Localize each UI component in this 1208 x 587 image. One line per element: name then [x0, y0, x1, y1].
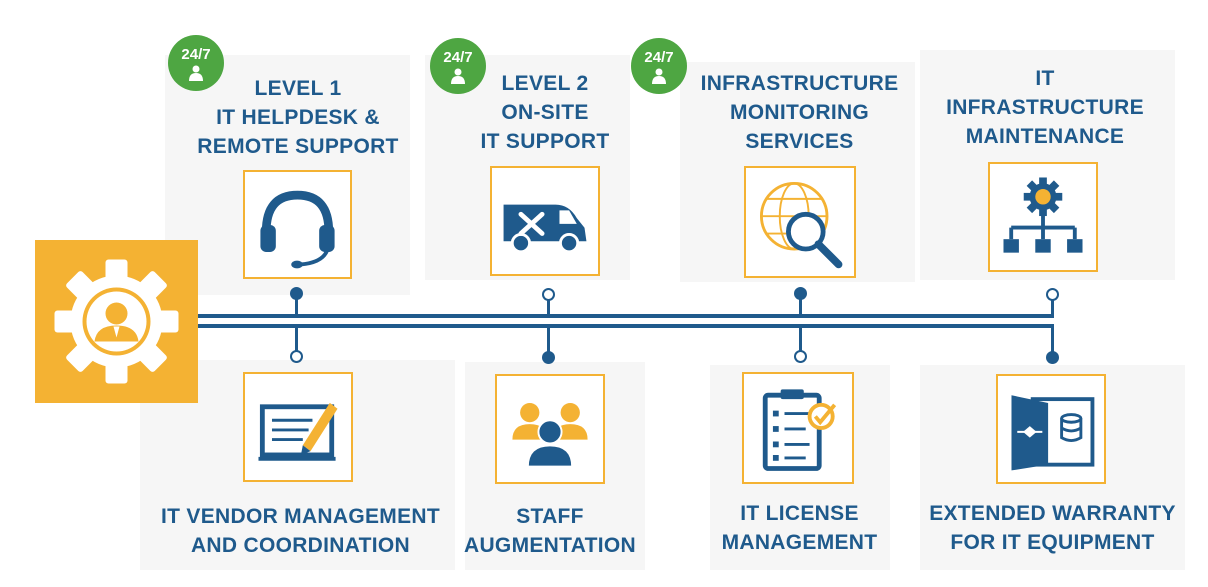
timeline-node — [1046, 288, 1059, 301]
timeline-node — [542, 288, 555, 301]
timeline-node — [794, 350, 807, 363]
connector-stem — [295, 296, 298, 316]
title-level2: LEVEL 2 ON-SITE IT SUPPORT — [480, 72, 610, 153]
timeline-rail-upper — [198, 314, 1054, 318]
document-pen-icon — [243, 372, 353, 482]
badge-24-7: 24/7 — [631, 38, 687, 94]
title-license: IT LICENSE MANAGEMENT — [721, 502, 878, 554]
timeline-node — [290, 287, 303, 300]
badge-24-7: 24/7 — [430, 38, 486, 94]
timeline-node — [290, 350, 303, 363]
service-van-icon — [490, 166, 600, 276]
person-icon — [652, 68, 666, 84]
badge-label: 24/7 — [644, 49, 674, 66]
server-door-icon — [996, 374, 1106, 484]
timeline-rail-lower — [198, 324, 1054, 328]
connector-stem — [547, 300, 550, 316]
headset-icon — [243, 170, 352, 279]
timeline-node — [542, 351, 555, 364]
connector-stem — [799, 296, 802, 316]
timeline-node — [1046, 351, 1059, 364]
title-infra-maintenance: IT INFRASTRUCTURE MAINTENANCE — [946, 67, 1144, 148]
badge-24-7: 24/7 — [168, 35, 224, 91]
title-warranty: EXTENDED WARRANTY FOR IT EQUIPMENT — [929, 502, 1176, 554]
connector-stem — [1051, 300, 1054, 316]
connector-stem — [799, 327, 802, 351]
globe-magnifier-icon — [744, 166, 856, 278]
hub-gear-person-icon — [35, 240, 198, 403]
connector-stem — [295, 327, 298, 351]
checklist-icon — [742, 372, 854, 484]
badge-label: 24/7 — [443, 49, 473, 66]
person-icon — [189, 65, 203, 81]
person-icon — [451, 68, 465, 84]
title-infra-monitoring: INFRASTRUCTURE MONITORING SERVICES — [700, 72, 899, 153]
team-icon — [495, 374, 605, 484]
timeline-node — [794, 287, 807, 300]
title-staff: STAFF AUGMENTATION — [464, 505, 636, 557]
title-level1: LEVEL 1 IT HELPDESK & REMOTE SUPPORT — [197, 77, 399, 158]
title-vendor: IT VENDOR MANAGEMENT AND COORDINATION — [161, 505, 440, 557]
badge-label: 24/7 — [181, 46, 211, 63]
connector-stem — [1051, 327, 1054, 353]
connector-stem — [547, 327, 550, 353]
gear-network-icon — [988, 162, 1098, 272]
